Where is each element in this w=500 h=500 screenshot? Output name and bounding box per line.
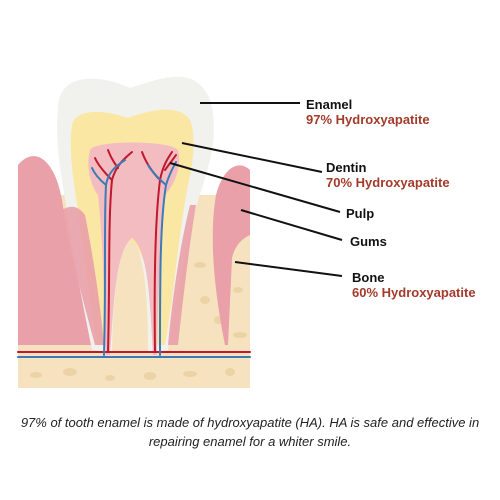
bone-spot <box>30 372 42 378</box>
bone-spot <box>225 368 235 376</box>
bone-spot <box>194 262 206 268</box>
enamel-title: Enamel <box>306 97 353 112</box>
bone-spot <box>233 287 243 293</box>
pulp-leader <box>169 162 341 213</box>
bone-spot <box>105 375 115 381</box>
leader-lines <box>169 102 343 277</box>
bone-spot <box>200 296 210 304</box>
gum-root-overlap-right <box>168 205 196 345</box>
dentin-subtitle: 70% Hydroxyapatite <box>326 175 450 190</box>
gums-label: Gums <box>350 234 387 249</box>
bone-spot <box>183 371 197 377</box>
dentin-leader <box>181 142 323 173</box>
pulp-title: Pulp <box>346 206 375 221</box>
pulp-label: Pulp <box>346 206 374 221</box>
nerves-blue <box>17 159 251 358</box>
tooth-diagram <box>17 76 343 388</box>
enamel-subtitle: 97% Hydroxyapatite <box>306 112 430 127</box>
gums-title: Gums <box>350 234 387 249</box>
gums-leader <box>240 209 343 241</box>
bone-spot <box>63 368 77 376</box>
bone-subtitle: 60% Hydroxyapatite <box>352 285 476 300</box>
bone-spot <box>233 332 247 338</box>
caption-text: 97% of tooth enamel is made of hydroxyap… <box>20 415 480 449</box>
dentin-title: Dentin <box>326 160 367 175</box>
bone-label: Bone 60% Hydroxyapatite <box>352 270 476 300</box>
bone-leader <box>234 261 343 277</box>
bone-title: Bone <box>352 270 385 285</box>
gums-shape <box>18 156 250 345</box>
gum-root-overlap <box>62 206 104 345</box>
dentin-label: Dentin 70% Hydroxyapatite <box>326 160 450 190</box>
enamel-label: Enamel 97% Hydroxyapatite <box>306 97 430 127</box>
bone-spot <box>144 372 156 380</box>
